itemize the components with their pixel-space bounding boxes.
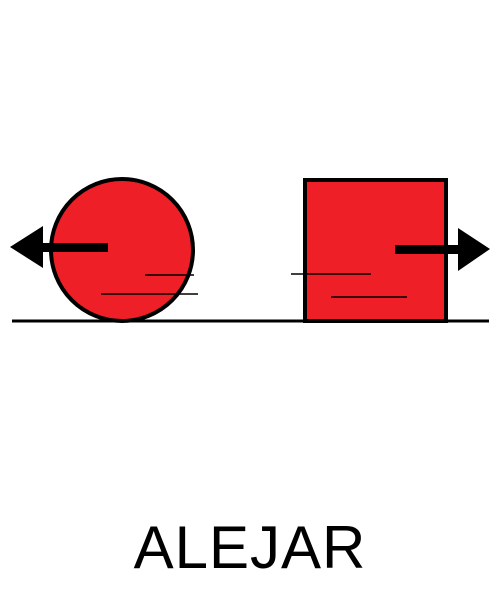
arrow-left-head (10, 226, 43, 268)
arrow-left-icon (10, 226, 108, 268)
pictogram-caption: ALEJAR (133, 514, 367, 581)
arrow-right-icon (395, 228, 490, 271)
arrow-right-shaft (395, 245, 465, 254)
arrow-left-shaft (38, 243, 108, 252)
arrow-right-head (458, 228, 490, 271)
ball-icon (49, 177, 198, 323)
